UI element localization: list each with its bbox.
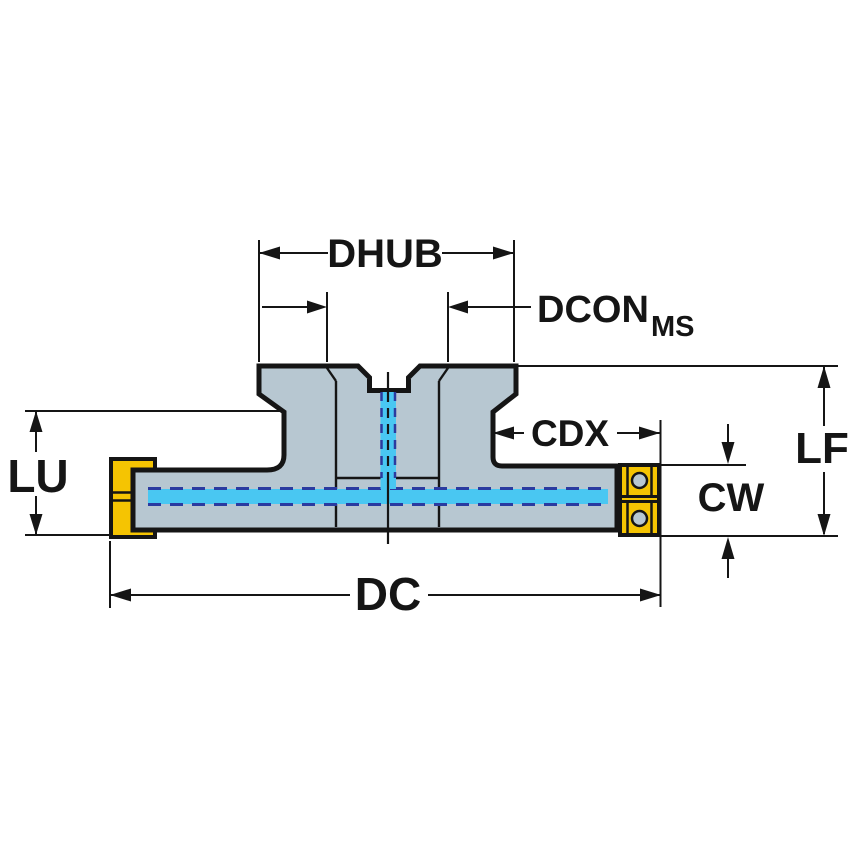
cw-label: CW: [698, 476, 765, 520]
cutter-body-group: [109, 363, 661, 544]
dcon-subscript-label: MS: [651, 311, 695, 343]
lf-arrow-down: [817, 514, 831, 536]
cw-arrow-down: [721, 442, 735, 464]
dcon-label: DCON: [537, 289, 649, 331]
dc-arrow-left: [110, 588, 131, 602]
lu-arrow-down: [29, 514, 43, 535]
bore-highlight-band: [148, 489, 608, 504]
dhub-arrow-right: [493, 246, 514, 260]
dimension-dc: DC: [109, 541, 661, 620]
dimensions: DHUB DCON MS CDX: [7, 232, 849, 620]
lu-label: LU: [7, 450, 68, 502]
bore-chamfer-left: [326, 367, 337, 382]
cdx-arrow-right: [639, 426, 660, 440]
insert-screw-hole-top: [630, 471, 649, 490]
dimension-dhub: DHUB: [258, 232, 515, 362]
cdx-label: CDX: [531, 413, 609, 454]
dimension-cdx: CDX: [493, 413, 662, 607]
right-insert: [618, 463, 661, 537]
lf-arrow-up: [817, 366, 831, 388]
dcon-arrow-right: [448, 300, 468, 314]
bore-highlight-horizontal: [148, 487, 608, 506]
dc-label: DC: [355, 568, 421, 620]
dimension-cw: CW: [661, 424, 765, 578]
dimension-lf: LF: [518, 365, 849, 537]
insert-screw-hole-bottom: [630, 509, 649, 528]
dcon-arrow-left: [307, 300, 327, 314]
dc-arrow-right: [640, 588, 661, 602]
dimension-lu: LU: [7, 410, 283, 536]
bore-chamfer-right: [438, 367, 449, 382]
cdx-arrow-left: [493, 426, 514, 440]
cw-arrow-up: [721, 537, 735, 559]
lu-arrow-up: [29, 411, 43, 432]
dhub-label: DHUB: [327, 232, 443, 276]
lf-label: LF: [795, 424, 849, 473]
dhub-arrow-left: [259, 246, 280, 260]
dimension-dcon-ms: DCON MS: [262, 289, 695, 362]
